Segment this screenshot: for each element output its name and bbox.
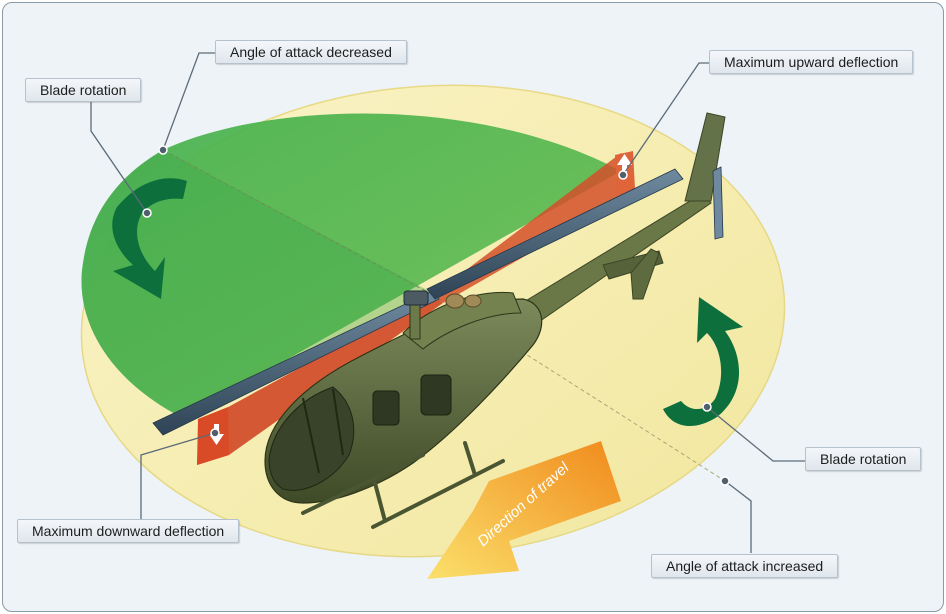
- engine-exhaust-right: [464, 294, 482, 308]
- callout-max-upward: Maximum upward deflection: [709, 50, 914, 74]
- callout-blade-rotation-right: Blade rotation: [805, 447, 922, 471]
- rotor-hub: [403, 290, 429, 306]
- side-window-front: [372, 390, 400, 426]
- leader-angle-decreased: [162, 52, 217, 151]
- leader-lines: [90, 52, 807, 553]
- rotation-arrow-right: [663, 297, 743, 427]
- callout-blade-rotation-left: Blade rotation: [25, 78, 142, 102]
- rotor-blade-forward: [152, 290, 440, 436]
- side-window-rear: [420, 374, 452, 416]
- callout-max-downward: Maximum downward deflection: [17, 519, 240, 543]
- rotor-blade-rear: [426, 168, 684, 300]
- leader-angle-increased: [724, 480, 752, 553]
- tail-rotor: [712, 166, 724, 240]
- decreased-sector: [81, 113, 621, 419]
- rotor-mast: [409, 304, 421, 340]
- callout-angle-increased: Angle of attack increased: [651, 554, 839, 578]
- axis-line-decreased: [162, 149, 434, 296]
- decreased-sector-shade: [81, 150, 433, 418]
- tail-fin-lower: [630, 248, 660, 300]
- vertical-fin: [684, 112, 726, 202]
- callout-angle-decreased: Angle of attack decreased: [215, 40, 407, 64]
- leader-blade-rotation-right: [706, 406, 807, 462]
- engine-cowling: [402, 291, 522, 350]
- engine-exhaust-left: [445, 293, 465, 309]
- upward-deflection-arrow: [617, 154, 632, 175]
- rotation-arrow-left: [112, 178, 187, 299]
- rotor-diagram: Direction of travel: [80, 52, 807, 579]
- landing-skids: [301, 441, 505, 529]
- leader-blade-rotation-left: [90, 99, 148, 214]
- leader-max-upward: [622, 62, 711, 176]
- leader-max-downward: [140, 432, 216, 523]
- leader-dots: [142, 145, 730, 486]
- cockpit-frame: [302, 388, 344, 474]
